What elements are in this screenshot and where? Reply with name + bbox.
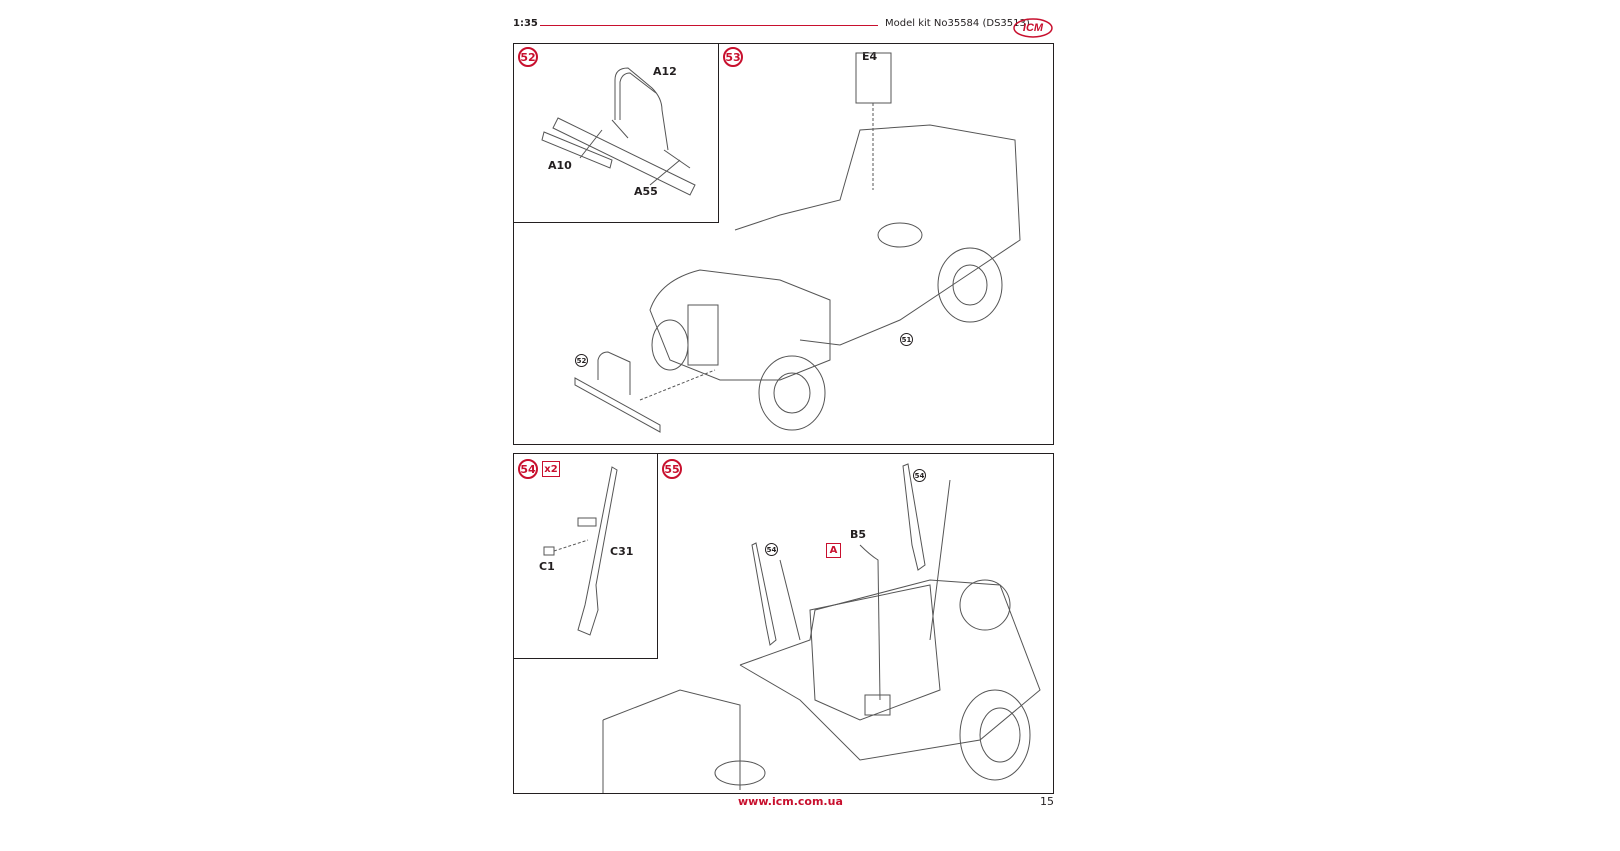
- vehicle-drawing-step-55: [602, 463, 1041, 793]
- ref-step-51: 51: [900, 333, 913, 346]
- website-link[interactable]: www.icm.com.ua: [738, 795, 843, 808]
- part-a10: A10: [548, 159, 572, 172]
- part-c1: C1: [539, 560, 555, 573]
- step-52-panel: [513, 43, 719, 223]
- ref-step-52: 52: [575, 354, 588, 367]
- part-c31: C31: [610, 545, 634, 558]
- part-a12: A12: [653, 65, 677, 78]
- scale-label: 1:35: [513, 18, 538, 29]
- ref-step-54: 54: [765, 543, 778, 556]
- step-52-badge: 52: [518, 47, 538, 67]
- bumper-guard-drawing: [541, 67, 696, 196]
- icm-logo: ICM: [1013, 18, 1053, 38]
- svg-text:ICM: ICM: [1023, 22, 1044, 34]
- page-number: 15: [1040, 795, 1054, 808]
- step-54-badge: 54: [518, 459, 538, 479]
- kit-number: Model kit No35584 (DS3513): [885, 18, 1030, 29]
- quantity-badge: x2: [542, 461, 560, 477]
- vehicle-drawing-step-53: [574, 52, 1021, 433]
- part-a55: A55: [634, 185, 658, 198]
- step-55-badge: 55: [662, 459, 682, 479]
- rifle-drawing: [543, 466, 618, 636]
- step-53-panel: [513, 43, 1054, 445]
- step-53-badge: 53: [723, 47, 743, 67]
- step-54-panel: [513, 453, 658, 659]
- paint-ref-a: A: [826, 543, 841, 558]
- part-b5: B5: [850, 528, 867, 541]
- header-divider: [540, 25, 878, 26]
- ref-step-54: 54: [913, 469, 926, 482]
